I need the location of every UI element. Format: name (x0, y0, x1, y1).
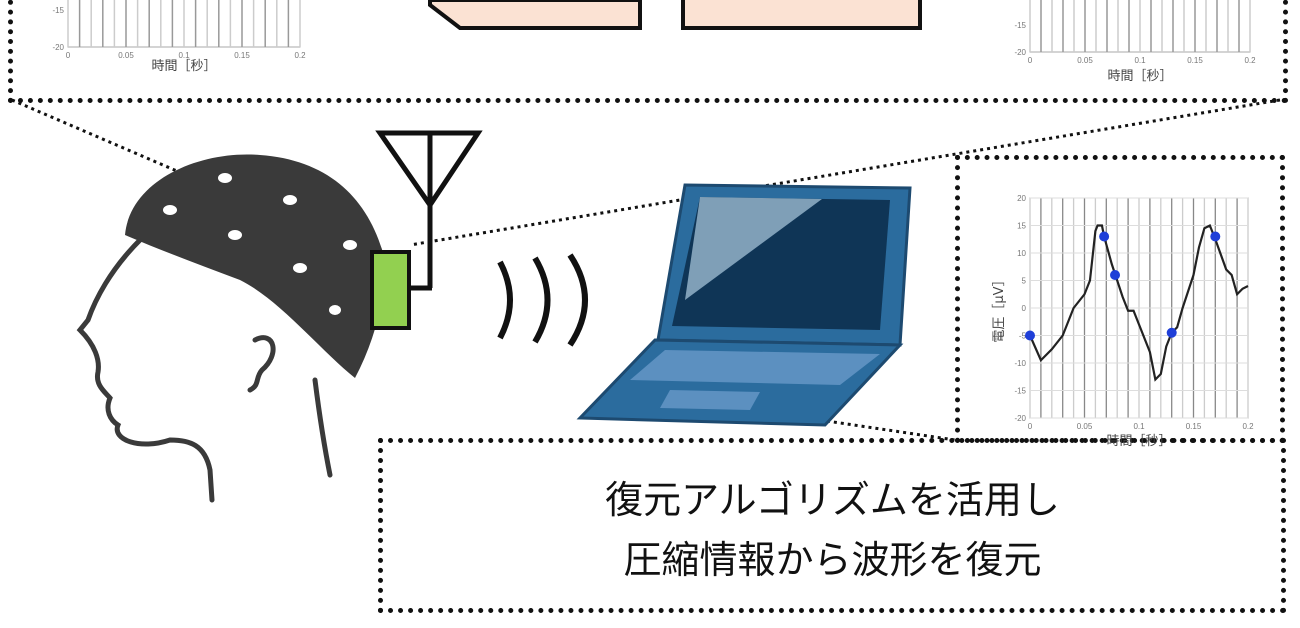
y-tick-label: -15 (1014, 387, 1026, 396)
x-axis-label: 時間［秒］ (1107, 69, 1172, 84)
connector-line (11, 98, 373, 257)
sample-point (1166, 327, 1177, 338)
x-tick-label: 0 (1028, 422, 1033, 431)
connector-line (409, 98, 1281, 247)
y-tick-label: 5 (1022, 277, 1027, 286)
y-tick-label: -20 (1014, 48, 1026, 57)
caption-text: 復元アルゴリズムを活用し 圧縮情報から波形を復元 (385, 470, 1280, 590)
laptop-icon (576, 183, 912, 427)
y-tick-label: 10 (1017, 249, 1026, 258)
x-tick-label: 0 (1028, 56, 1033, 65)
y-tick-label: 0 (1022, 304, 1027, 313)
caption-line-1: 復元アルゴリズムを活用し (605, 478, 1060, 522)
x-tick-label: 0.15 (1187, 56, 1203, 65)
x-tick-label: 0.2 (1244, 56, 1256, 65)
y-tick-label: -15 (1014, 21, 1026, 30)
caption-frame (378, 438, 1286, 613)
y-tick-label: -20 (1014, 414, 1026, 423)
top-right-chart: -15 -200 0.05 0.1 0.15 0.2 時間［秒］ (1014, 0, 1256, 84)
electrode-dots (163, 173, 357, 315)
y-tick-label: -10 (1014, 359, 1026, 368)
x-axis-label: 時間［秒］ (1106, 434, 1171, 449)
head-illustration (76, 237, 333, 503)
y-tick-label: -15 (52, 6, 64, 15)
x-tick-label: 0.15 (1186, 422, 1202, 431)
sample-point (1210, 231, 1221, 242)
y-tick-label: 20 (1017, 194, 1026, 203)
x-tick-label: 0.2 (294, 51, 306, 60)
y-tick-label: 15 (1017, 222, 1026, 231)
eeg-cap (125, 154, 385, 378)
caption-line-2: 圧縮情報から波形を復元 (623, 538, 1042, 582)
sample-point (1025, 330, 1035, 341)
x-tick-label: 0.2 (1242, 422, 1254, 431)
eeg-transmitter-device (370, 250, 411, 330)
sample-point (1110, 270, 1121, 280)
top-panel-frame (8, 0, 1288, 103)
wireless-signal-icon (497, 253, 588, 347)
x-tick-label: 0.05 (118, 51, 134, 60)
x-tick-label: 0.1 (178, 51, 190, 60)
x-tick-label: 0.1 (1133, 422, 1145, 431)
x-tick-label: 0.05 (1077, 56, 1093, 65)
x-tick-label: 0 (66, 51, 71, 60)
sample-point (1099, 231, 1110, 242)
x-axis-label: 時間［秒］ (151, 59, 216, 74)
connector-line (819, 418, 956, 442)
x-tick-label: 0.05 (1077, 422, 1093, 431)
y-axis-label: 電圧［μV］ (992, 273, 1007, 342)
top-left-chart: -15 -200 0.05 0.1 0.15 0.2 時間［秒］ (52, 0, 306, 74)
y-tick-label: -20 (52, 43, 64, 52)
x-tick-label: 0.15 (234, 51, 250, 60)
x-tick-label: 0.1 (1134, 56, 1146, 65)
compression-blocks (428, 0, 922, 30)
y-tick-label: -5 (1019, 332, 1027, 341)
